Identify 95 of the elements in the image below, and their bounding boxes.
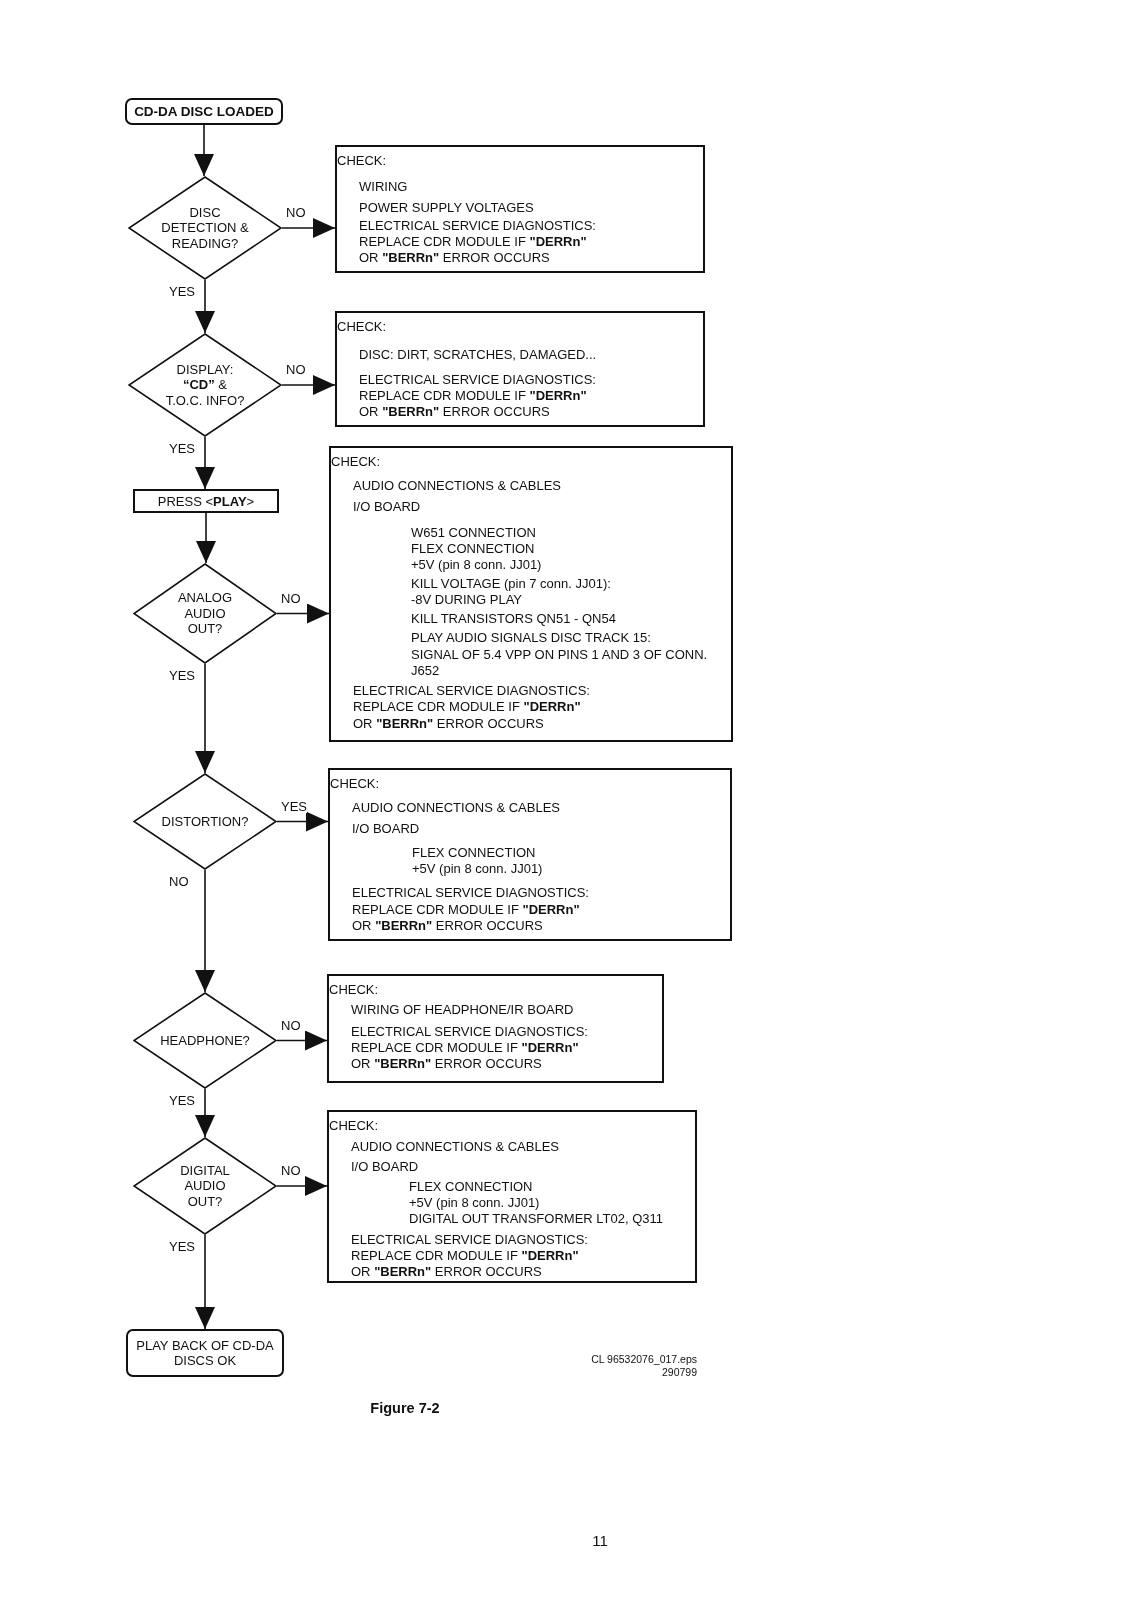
file-reference: 290799 — [660, 1366, 697, 1378]
decision-diamond — [133, 992, 277, 1089]
terminal-box — [125, 98, 283, 125]
decision-text: DIGITAL AUDIO OUT? — [179, 1162, 231, 1210]
terminal-label: PLAY BACK OF CD-DA DISCS OK — [135, 1338, 275, 1368]
check-item: FLEX CONNECTION — [412, 844, 537, 861]
edge-label: NO — [286, 363, 306, 376]
arrow — [194, 124, 214, 177]
process-label: PRESS <PLAY> — [157, 493, 255, 509]
edge-label: YES — [169, 442, 195, 455]
edge-label: YES — [169, 669, 195, 682]
edge-label: YES — [169, 1094, 195, 1107]
check-heading: CHECK: — [329, 1118, 380, 1135]
check-item: ELECTRICAL SERVICE DIAGNOSTICS: — [351, 1023, 589, 1040]
check-item: REPLACE CDR MODULE IF "DERRn" OR "BERRn" ERROR OCCURS — [359, 234, 588, 267]
check-heading: CHECK: — [331, 454, 382, 471]
decision-diamond — [133, 773, 277, 870]
check-item: REPLACE CDR MODULE IF "DERRn" OR "BERRn" ERROR OCCURS — [351, 1247, 580, 1281]
arrow — [195, 663, 215, 774]
page-number: 11 — [591, 1532, 609, 1549]
check-item: REPLACE CDR MODULE IF "DERRn" OR "BERRn" ERROR OCCURS — [352, 901, 581, 934]
file-reference: CL 96532076_017.eps — [590, 1353, 697, 1365]
check-item: I/O BOARD — [351, 1158, 420, 1175]
check-item: POWER SUPPLY VOLTAGES — [359, 199, 535, 216]
check-item: -8V DURING PLAY — [411, 591, 523, 608]
check-item: W651 CONNECTION — [411, 524, 537, 541]
check-panel — [335, 145, 705, 273]
terminal-box — [126, 1329, 284, 1377]
check-item: ELECTRICAL SERVICE DIAGNOSTICS: — [352, 885, 590, 902]
edge-label: NO — [281, 591, 301, 605]
edge-label: YES — [281, 799, 307, 813]
check-item: AUDIO CONNECTIONS & CABLES — [352, 800, 562, 817]
arrow — [195, 869, 215, 993]
decision-text: DISTORTION? — [160, 813, 250, 830]
check-item: ELECTRICAL SERVICE DIAGNOSTICS: — [351, 1231, 589, 1248]
check-item: I/O BOARD — [353, 498, 422, 515]
decision-diamond — [133, 563, 277, 664]
decision-diamond — [133, 1137, 277, 1235]
check-heading: CHECK: — [337, 319, 388, 336]
arrow — [195, 279, 215, 334]
figure-caption: Figure 7-2 — [369, 1400, 441, 1416]
edge-label: NO — [281, 1164, 301, 1177]
check-item: I/O BOARD — [352, 820, 421, 837]
check-item: REPLACE CDR MODULE IF "DERRn" OR "BERRn" ERROR OCCURS — [353, 699, 582, 732]
arrow — [196, 512, 216, 564]
check-panel — [328, 768, 732, 941]
check-item: FLEX CONNECTION — [411, 541, 536, 558]
check-item: DIGITAL OUT TRANSFORMER LT02, Q311 — [409, 1211, 665, 1228]
arrow — [276, 811, 329, 832]
check-item: REPLACE CDR MODULE IF "DERRn" OR "BERRn" ERROR OCCURS — [351, 1039, 580, 1073]
check-heading: CHECK: — [329, 982, 380, 999]
check-item: +5V (pin 8 conn. JJ01) — [412, 861, 544, 878]
edge-label: NO — [169, 875, 189, 888]
check-item: WIRING OF HEADPHONE/IR BOARD — [351, 1002, 575, 1019]
decision-diamond — [128, 176, 282, 280]
arrow — [276, 603, 330, 624]
check-item: DISC: DIRT, SCRATCHES, DAMAGED... — [359, 347, 598, 364]
check-item: KILL VOLTAGE (pin 7 conn. JJ01): — [411, 575, 612, 592]
process-box — [133, 489, 279, 513]
check-item: ELECTRICAL SERVICE DIAGNOSTICS: — [353, 683, 591, 700]
check-heading: CHECK: — [330, 776, 381, 793]
decision-text: ANALOG AUDIO OUT? — [176, 590, 234, 637]
arrow — [281, 218, 336, 238]
edge-label: YES — [169, 285, 195, 298]
check-item: REPLACE CDR MODULE IF "DERRn" OR "BERRn" ERROR OCCURS — [359, 387, 588, 421]
arrow — [195, 1088, 215, 1138]
check-panel — [327, 974, 664, 1083]
check-item: WIRING — [359, 179, 409, 196]
edge-label: NO — [286, 206, 306, 219]
check-item: SIGNAL OF 5.4 VPP ON PINS 1 AND 3 OF CONN. J652 — [411, 646, 709, 679]
check-item: ELECTRICAL SERVICE DIAGNOSTICS: — [359, 217, 597, 234]
decision-text: DISC DETECTION & READING? — [160, 204, 250, 252]
check-item: AUDIO CONNECTIONS & CABLES — [353, 478, 563, 495]
arrow — [195, 1234, 215, 1330]
arrow — [195, 436, 215, 490]
edge-label: YES — [169, 1240, 195, 1253]
edge-label: NO — [281, 1018, 301, 1032]
check-panel — [329, 446, 733, 742]
check-heading: CHECK: — [337, 153, 388, 170]
check-item: +5V (pin 8 conn. JJ01) — [409, 1195, 541, 1212]
arrow — [281, 375, 336, 395]
decision-text: DISPLAY: “CD” & T.O.C. INFO? — [164, 361, 246, 409]
terminal-label: CD-DA DISC LOADED — [134, 104, 274, 119]
check-panel — [327, 1110, 697, 1283]
check-item: FLEX CONNECTION — [409, 1178, 534, 1195]
check-item: AUDIO CONNECTIONS & CABLES — [351, 1139, 561, 1156]
arrow — [276, 1176, 328, 1196]
check-item: PLAY AUDIO SIGNALS DISC TRACK 15: — [411, 630, 652, 647]
decision-diamond — [128, 333, 282, 437]
decision-text: HEADPHONE? — [159, 1032, 251, 1049]
check-panel — [335, 311, 705, 427]
check-item: KILL TRANSISTORS QN51 - QN54 — [411, 611, 617, 628]
check-item: +5V (pin 8 conn. JJ01) — [411, 557, 543, 574]
arrow — [276, 1030, 328, 1051]
check-item: ELECTRICAL SERVICE DIAGNOSTICS: — [359, 371, 597, 388]
